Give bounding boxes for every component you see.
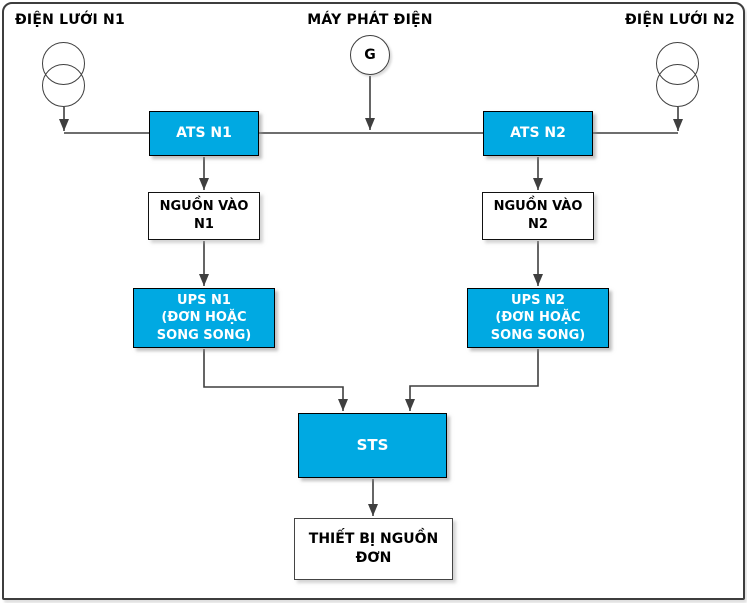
generator-label: MÁY PHÁT ĐIỆN xyxy=(307,12,433,28)
node-label-line3: SONG SONG) xyxy=(156,327,252,343)
generator-icon: G xyxy=(350,35,390,75)
node-sts: STS xyxy=(298,413,447,478)
node-ups-n1: UPS N1 (ĐƠN HOẶC SONG SONG) xyxy=(133,288,275,348)
generator-symbol-letter: G xyxy=(364,47,376,63)
node-single-source-load: THIẾT BỊ NGUỒN ĐƠN xyxy=(294,518,453,580)
node-label-line2: (ĐƠN HOẶC xyxy=(495,310,581,326)
node-label-line1: UPS N2 xyxy=(511,292,565,308)
node-label-line3: SONG SONG) xyxy=(490,327,586,343)
transformer-circle-icon xyxy=(656,64,699,107)
node-ats-n2: ATS N2 xyxy=(483,111,593,156)
node-label: THIẾT BỊ NGUỒN ĐƠN xyxy=(308,531,439,566)
node-label: ATS N2 xyxy=(510,125,566,142)
grid1-label: ĐIỆN LƯỚI N1 xyxy=(15,12,125,28)
node-label-line2: N1 xyxy=(194,217,214,232)
ups2-to-sts-line xyxy=(405,349,539,411)
node-label-line1: NGUỒN VÀO xyxy=(493,199,583,215)
node-label-line2: N2 xyxy=(528,217,548,232)
node-input-n2: NGUỒN VÀO N2 xyxy=(482,192,594,240)
transformer-circle-icon xyxy=(42,64,85,107)
grid2-label: ĐIỆN LƯỚI N2 xyxy=(625,12,735,28)
node-label-line2: (ĐƠN HOẶC xyxy=(161,310,247,326)
node-ats-n1: ATS N1 xyxy=(149,111,259,156)
node-label-line1: UPS N1 xyxy=(177,292,231,308)
node-ups-n2: UPS N2 (ĐƠN HOẶC SONG SONG) xyxy=(467,288,609,348)
node-label-line1: NGUỒN VÀO xyxy=(159,199,249,215)
ups1-to-sts-line xyxy=(203,349,348,411)
node-label: STS xyxy=(356,436,389,455)
node-input-n1: NGUỒN VÀO N1 xyxy=(148,192,260,240)
node-label: ATS N1 xyxy=(176,125,232,142)
